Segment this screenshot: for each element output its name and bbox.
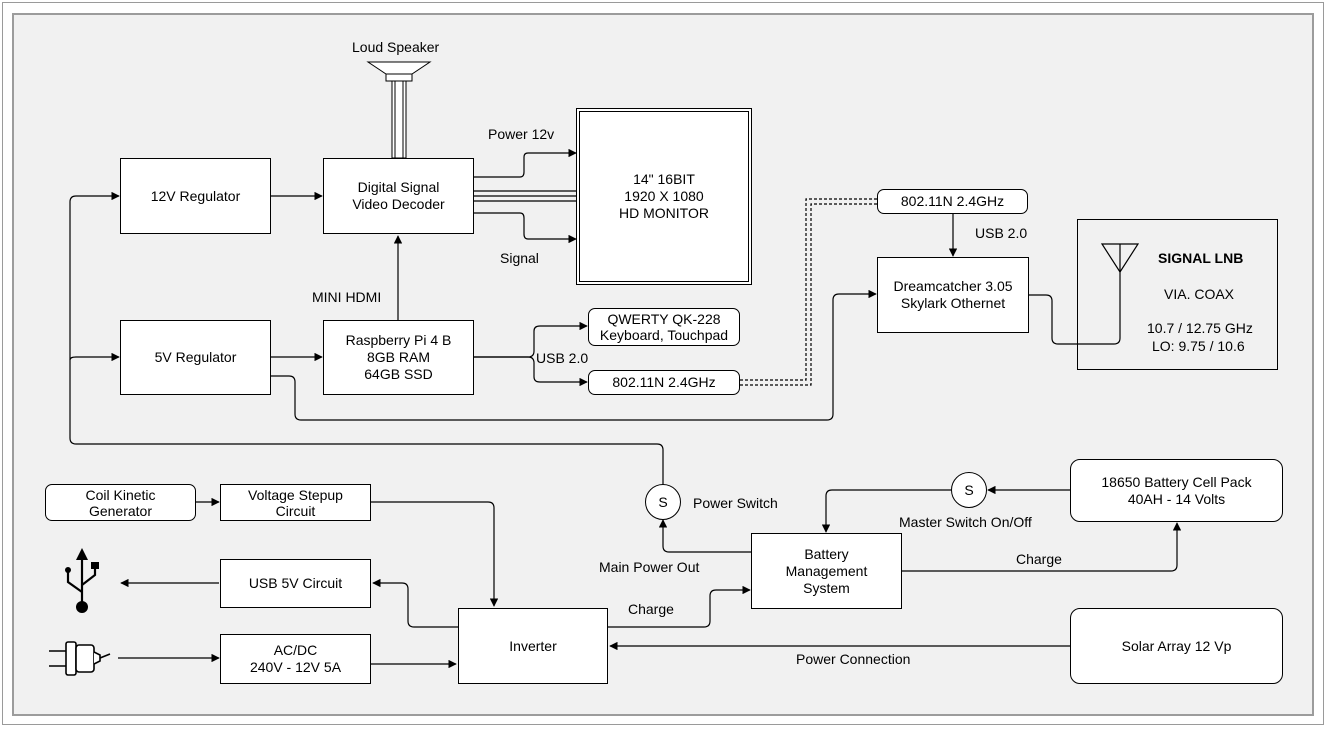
signal-label: Signal: [500, 250, 539, 266]
link-signal: [474, 212, 577, 244]
regulator-12v-block: 12V Regulator: [120, 158, 271, 234]
battery-line-1: 18650 Battery Cell Pack: [1101, 473, 1252, 490]
usb-20-rpi-label: USB 2.0: [536, 350, 589, 366]
bms-line-2: Management: [785, 562, 868, 579]
rpi-line-1: Raspberry Pi 4 B: [345, 332, 452, 348]
charge-inverter-label: Charge: [628, 601, 674, 617]
bms-line-3: System: [803, 579, 850, 596]
power-plug-icon: [49, 641, 111, 676]
mini-hdmi-label: MINI HDMI: [312, 289, 382, 305]
wifi-adapter-dream-block: 802.11N 2.4GHz: [877, 189, 1028, 214]
regulator-5v-label: 5V Regulator: [154, 349, 237, 365]
loudspeaker-icon: [366, 61, 432, 159]
battery-management-block: Battery Management System: [751, 533, 902, 609]
power-switch: S: [645, 484, 681, 520]
link-wifi-wireless-a: [740, 198, 877, 381]
coil-line-2: Generator: [88, 502, 153, 519]
inverter-block: Inverter: [458, 608, 608, 684]
usb-5v-circuit-block: USB 5V Circuit: [220, 559, 371, 608]
main-power-out-label: Main Power Out: [599, 559, 700, 575]
lnb-freq: 10.7 / 12.75 GHz: [1147, 320, 1253, 336]
usb-5v-label: USB 5V Circuit: [248, 575, 343, 591]
master-switch-symbol: S: [964, 482, 974, 498]
rpi-line-3: 64GB SSD: [364, 366, 433, 382]
video-decoder-block: Digital Signal Video Decoder: [323, 158, 474, 234]
usb-icon: [65, 548, 99, 613]
wifi-adapter-rpi-block: 802.11N 2.4GHz: [588, 370, 740, 395]
link-master-bms: [821, 489, 951, 533]
usb-20-dream-label: USB 2.0: [975, 225, 1028, 241]
video-decoder-line-1: Digital Signal: [357, 179, 440, 195]
signal-lnb-block: SIGNAL LNB VIA. COAX 10.7 / 12.75 GHz LO…: [1077, 219, 1278, 370]
master-switch: S: [951, 472, 987, 508]
stepup-line-1: Voltage Stepup: [248, 486, 343, 503]
lnb-lo: LO: 9.75 / 10.6: [1152, 338, 1245, 354]
monitor-line-2: 1920 X 1080: [624, 188, 704, 204]
link-stepup-inverter: [371, 501, 499, 607]
link-wifi-wireless-b: [740, 203, 877, 386]
link-bus-reg5: [69, 352, 120, 362]
coil-line-1: Coil Kinetic: [85, 486, 156, 503]
coil-generator-block: Coil Kinetic Generator: [45, 484, 196, 521]
ac-dc-line-2: 240V - 12V 5A: [249, 659, 342, 675]
solar-array-block: Solar Array 12 Vp: [1070, 608, 1283, 684]
power-switch-symbol: S: [658, 494, 668, 510]
stepup-line-2: Circuit: [275, 502, 316, 519]
solar-label: Solar Array 12 Vp: [1121, 637, 1232, 654]
charge-battery-label: Charge: [1016, 551, 1062, 567]
link-inverter-usb5v: [372, 578, 458, 628]
ac-dc-block: AC/DC 240V - 12V 5A: [220, 634, 371, 684]
dreamcatcher-block: Dreamcatcher 3.05 Skylark Othernet: [877, 257, 1029, 333]
keyboard-block: QWERTY QK-228 Keyboard, Touchpad: [588, 308, 740, 346]
battery-pack-block: 18650 Battery Cell Pack 40AH - 14 Volts: [1070, 459, 1283, 522]
lnb-via: VIA. COAX: [1164, 286, 1235, 302]
wifi-adapter-dream-label: 802.11N 2.4GHz: [900, 193, 1005, 209]
link-main-power-out: [658, 519, 751, 553]
regulator-5v-block: 5V Regulator: [120, 320, 271, 395]
link-bms-battery-charge: [902, 522, 1182, 572]
inverter-label: Inverter: [509, 637, 557, 654]
antenna-icon: [1100, 243, 1140, 274]
link-rpi-keyboard: [474, 321, 588, 358]
dreamcatcher-line-1: Dreamcatcher 3.05: [893, 278, 1013, 294]
battery-line-2: 40AH - 14 Volts: [1127, 490, 1226, 507]
link-power-switch-bus: [69, 191, 664, 484]
monitor-line-1: 14" 16BIT: [633, 171, 695, 187]
keyboard-line-1: QWERTY QK-228: [607, 311, 721, 327]
link-reg5-dreamcatcher: [271, 289, 877, 421]
master-switch-label: Master Switch On/Off: [899, 514, 1032, 530]
link-power12v: [474, 148, 577, 178]
bms-line-1: Battery: [804, 545, 849, 562]
monitor-line-3: HD MONITOR: [619, 205, 709, 221]
loud-speaker-label: Loud Speaker: [352, 39, 440, 55]
power-connection-label: Power Connection: [796, 651, 911, 667]
raspberry-pi-block: Raspberry Pi 4 B 8GB RAM 64GB SSD: [323, 320, 474, 395]
link-rpi-wifi: [474, 356, 588, 387]
link-inverter-bms-charge: [608, 585, 751, 628]
power-12v-label: Power 12v: [488, 126, 555, 142]
hd-monitor-block: 14" 16BIT 1920 X 1080 HD MONITOR: [576, 108, 752, 285]
link-coax: [1029, 270, 1121, 345]
lnb-title: SIGNAL LNB: [1158, 250, 1244, 266]
regulator-12v-label: 12V Regulator: [150, 187, 241, 204]
power-switch-label: Power Switch: [693, 495, 778, 511]
rpi-line-2: 8GB RAM: [366, 349, 430, 365]
keyboard-line-2: Keyboard, Touchpad: [599, 327, 729, 343]
ac-dc-line-1: AC/DC: [273, 642, 318, 658]
video-decoder-line-2: Video Decoder: [352, 196, 445, 212]
wifi-adapter-rpi-label: 802.11N 2.4GHz: [612, 374, 716, 390]
voltage-stepup-block: Voltage Stepup Circuit: [220, 484, 371, 521]
dreamcatcher-line-2: Skylark Othernet: [900, 295, 1006, 311]
